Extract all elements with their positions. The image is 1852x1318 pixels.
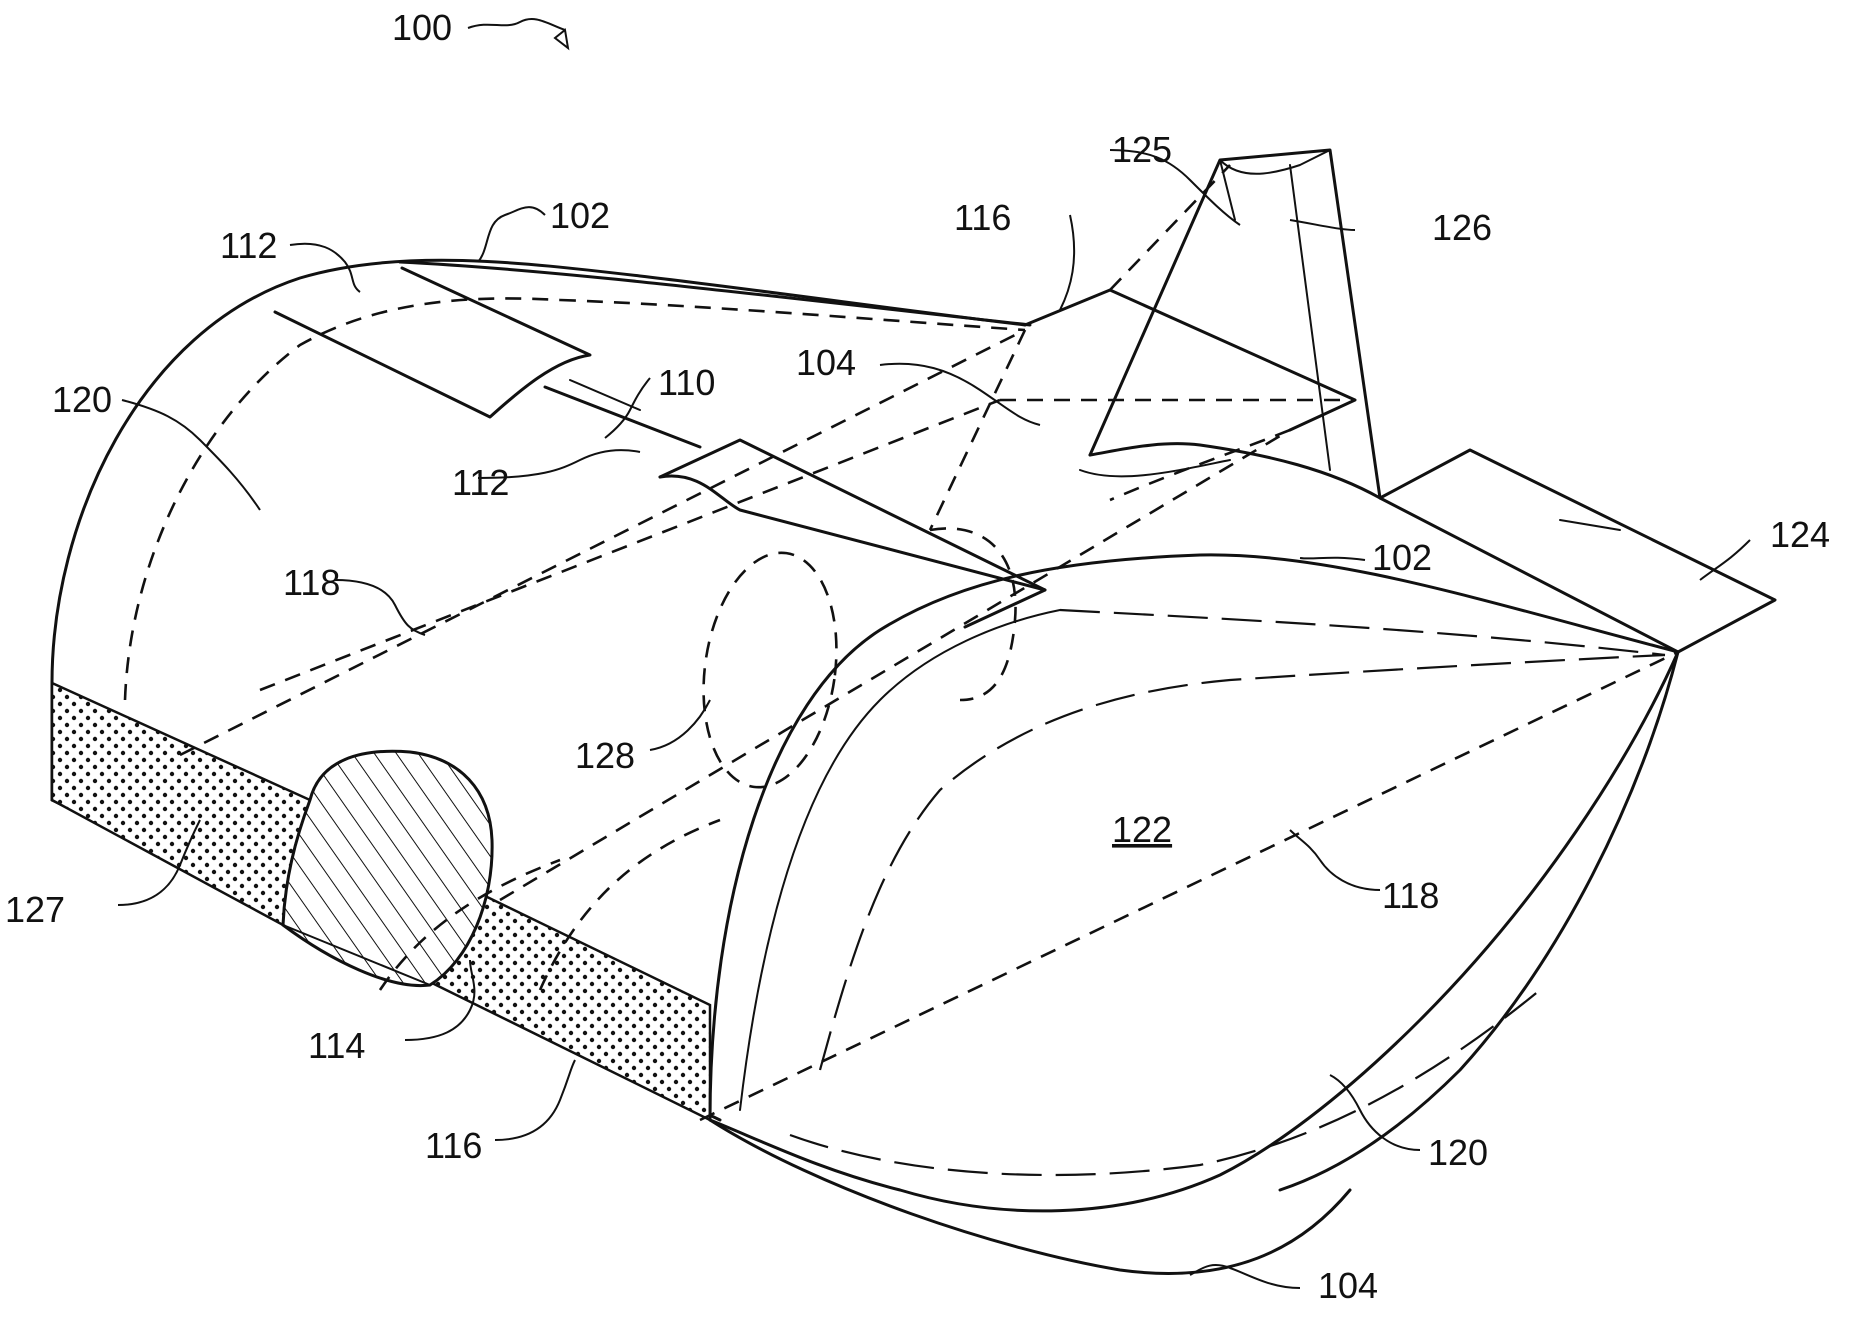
ref-116-bottom: 116	[425, 1125, 482, 1166]
reference-numerals: 100 102 112 120 110 104 112 118 116 125 …	[5, 7, 1830, 1306]
duct	[689, 544, 851, 796]
ref-118-right: 118	[1382, 875, 1439, 916]
ref-116-top: 116	[954, 197, 1011, 238]
ref-102-right: 102	[1372, 537, 1432, 578]
ref-122: 122	[1112, 809, 1172, 850]
ref-126: 126	[1432, 207, 1492, 248]
ref-128: 128	[575, 735, 635, 776]
ref-127: 127	[5, 889, 65, 930]
ref-100: 100	[392, 7, 452, 48]
ref-104-center: 104	[796, 342, 856, 383]
ref-114: 114	[308, 1025, 365, 1066]
ref-125: 125	[1112, 129, 1172, 170]
ref-120-right: 120	[1428, 1132, 1488, 1173]
ref-112-center: 112	[452, 462, 509, 503]
ref-118-left: 118	[283, 562, 340, 603]
ref-102-top: 102	[550, 195, 610, 236]
ref-104-bottom: 104	[1318, 1265, 1378, 1306]
ref-110: 110	[658, 362, 715, 403]
airfoil-body	[52, 150, 1775, 1273]
ref-112-left: 112	[220, 225, 277, 266]
ref-120-left: 120	[52, 379, 112, 420]
ref-124: 124	[1770, 514, 1830, 555]
leading-edge-opening	[283, 751, 492, 985]
textured-strip-left	[52, 683, 310, 925]
leader-lines	[118, 19, 1750, 1288]
